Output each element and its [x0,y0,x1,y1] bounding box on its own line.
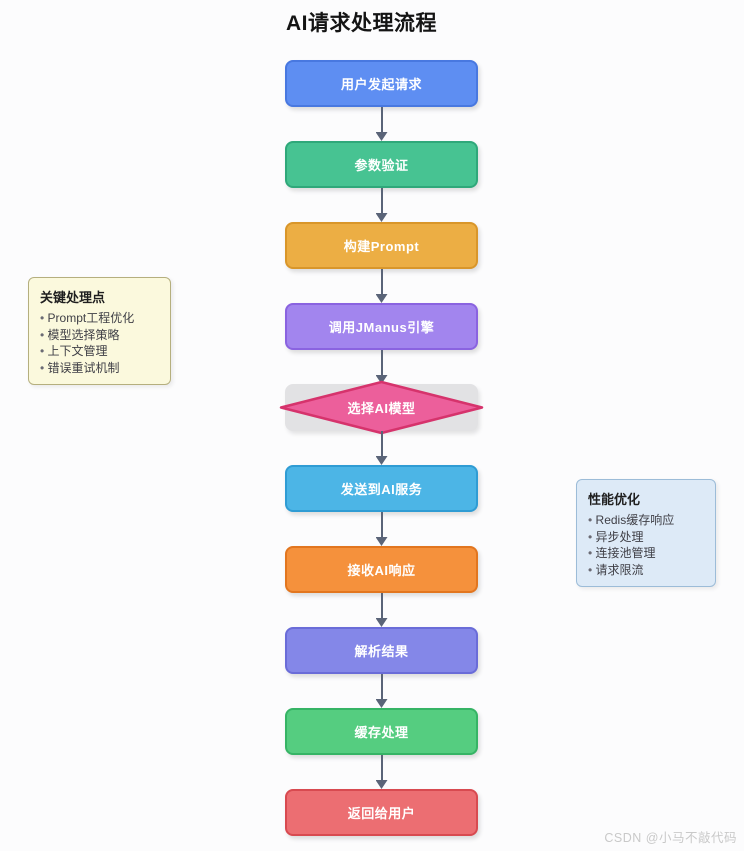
arrow-line [380,512,383,538]
note-performance-optimization: 性能优化 Redis缓存响应 异步处理 连接池管理 请求限流 [576,479,716,587]
arrow-line [380,674,383,700]
page-title: AI请求处理流程 [286,12,437,35]
flow-arrow [375,107,389,141]
arrow-head-icon [375,375,388,384]
note-title: 关键处理点 [40,290,106,305]
note-item: 错误重试机制 [40,360,159,377]
arrow-line [380,188,383,214]
arrow-head-icon [375,537,388,546]
node-user-request: 用户发起请求 [285,60,478,107]
flow-arrow [375,188,389,222]
arrow-head-icon [375,294,388,303]
arrow-head-icon [375,213,388,222]
arrow-line [380,755,383,781]
note-list: Prompt工程优化 模型选择策略 上下文管理 错误重试机制 [40,310,159,376]
note-item: 请求限流 [588,562,704,579]
note-list: Redis缓存响应 异步处理 连接池管理 请求限流 [588,512,704,578]
csdn-watermark: CSDN @小马不敲代码 [604,831,737,845]
node-cache-processing: 缓存处理 [285,708,478,755]
node-receive-ai-response: 接收AI响应 [285,546,478,593]
node-parse-result: 解析结果 [285,627,478,674]
note-item: 异步处理 [588,529,704,546]
note-key-processing-points: 关键处理点 Prompt工程优化 模型选择策略 上下文管理 错误重试机制 [28,277,171,385]
node-select-ai-model: 选择AI模型 [279,380,484,435]
note-item: 模型选择策略 [40,327,159,344]
flow-arrow [375,674,389,708]
note-item: Prompt工程优化 [40,310,159,327]
flow-arrow [375,593,389,627]
node-build-prompt: 构建Prompt [285,222,478,269]
flow-arrow [375,431,389,465]
flow-arrow [375,512,389,546]
arrow-head-icon [375,456,388,465]
arrow-line [380,431,383,457]
arrow-head-icon [375,699,388,708]
arrow-line [380,269,383,295]
arrow-head-icon [375,132,388,141]
arrow-head-icon [375,618,388,627]
node-return-to-user: 返回给用户 [285,789,478,836]
arrow-line [380,593,383,619]
arrow-line [380,107,383,133]
node-call-jmanus-engine: 调用JManus引擎 [285,303,478,350]
flow-arrow [375,350,389,384]
decision-label: 选择AI模型 [347,401,416,416]
flow-column: 用户发起请求 参数验证 构建Prompt 调用JManus引擎 选择 [279,60,484,836]
arrow-line [380,350,383,376]
note-title: 性能优化 [588,492,641,507]
arrow-head-icon [375,780,388,789]
flow-arrow [375,755,389,789]
note-item: Redis缓存响应 [588,512,704,529]
note-item: 连接池管理 [588,545,704,562]
node-param-validation: 参数验证 [285,141,478,188]
note-item: 上下文管理 [40,343,159,360]
flow-arrow [375,269,389,303]
node-send-to-ai-service: 发送到AI服务 [285,465,478,512]
